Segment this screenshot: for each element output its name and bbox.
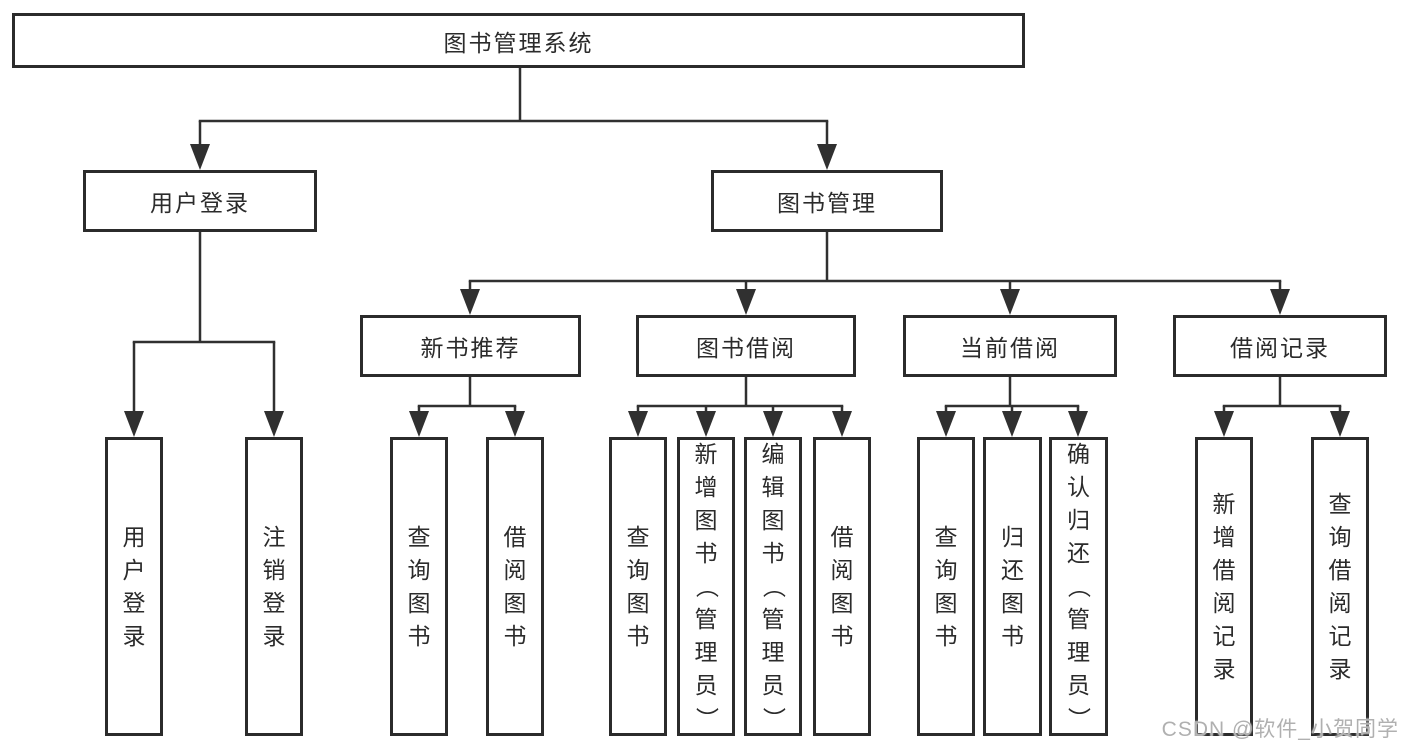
node-book-borrow: 图书借阅 <box>636 315 856 377</box>
leaf-return-books: 归还图书 <box>983 437 1042 736</box>
leaf-borrow-books: 借阅图书 <box>813 437 871 736</box>
node-current-borrow: 当前借阅 <box>903 315 1117 377</box>
node-borrow-records: 借阅记录 <box>1173 315 1387 377</box>
node-new-book-recommend: 新书推荐 <box>360 315 581 377</box>
leaf-user-login: 用户登录 <box>105 437 163 736</box>
leaf-edit-book-admin: 编辑图书（管理员） <box>744 437 802 736</box>
leaf-logout: 注销登录 <box>245 437 303 736</box>
leaf-query-books-borrow: 查询图书 <box>609 437 667 736</box>
leaf-query-borrow-record: 查询借阅记录 <box>1311 437 1369 736</box>
leaf-add-borrow-record: 新增借阅记录 <box>1195 437 1253 736</box>
csdn-watermark: CSDN @软件_小贺同学 <box>1161 718 1399 741</box>
leaf-confirm-return-admin: 确认归还（管理员） <box>1049 437 1108 736</box>
leaf-query-books-recommend: 查询图书 <box>390 437 448 736</box>
node-user-login: 用户登录 <box>83 170 317 232</box>
leaf-borrow-books-recommend: 借阅图书 <box>486 437 544 736</box>
leaf-add-book-admin: 新增图书（管理员） <box>677 437 735 736</box>
node-book-management: 图书管理 <box>711 170 943 232</box>
node-root: 图书管理系统 <box>12 13 1025 68</box>
leaf-query-books-current: 查询图书 <box>917 437 975 736</box>
